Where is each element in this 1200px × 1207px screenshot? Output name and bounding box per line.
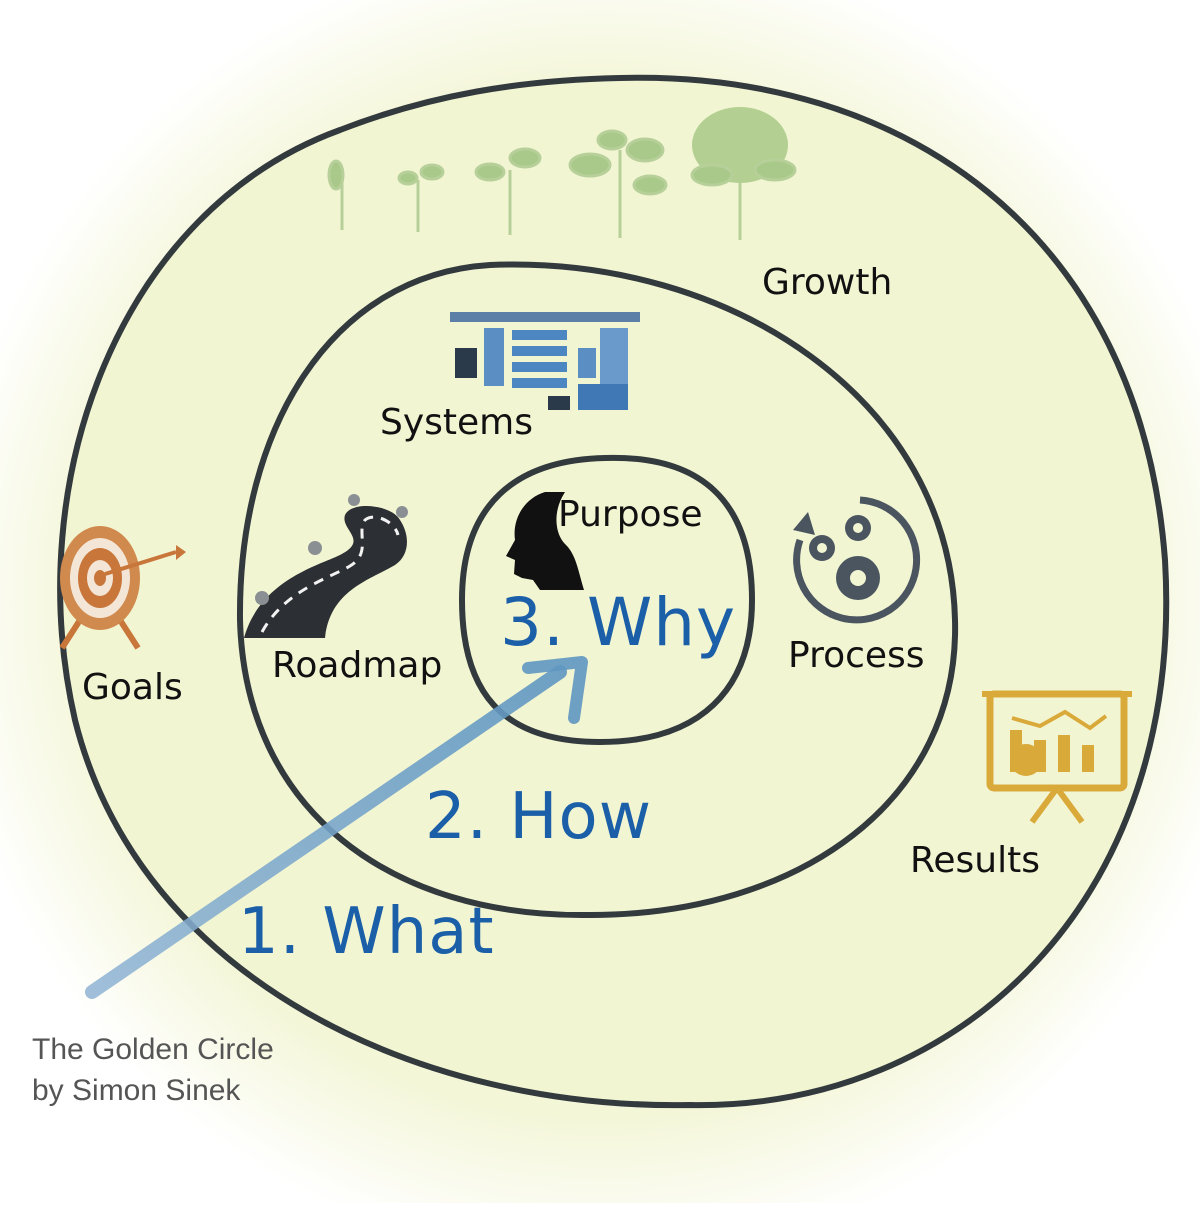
purpose-label: Purpose [558,494,703,535]
roadmap-label: Roadmap [272,645,443,686]
head-silhouette-icon [506,492,584,590]
step-why: 3. Why [500,584,737,661]
systems-label: Systems [380,402,533,443]
growth-label: Growth [762,262,893,303]
caption-line-2: by Simon Sinek [32,1073,241,1107]
archery-target-icon [59,526,186,650]
presentation-chart-icon [982,690,1132,824]
results-label: Results [910,840,1040,881]
winding-road-icon [244,494,408,638]
caption-line-1: The Golden Circle [32,1033,274,1066]
caption: The Golden Circle by Simon Sinek [32,1030,274,1111]
goals-label: Goals [82,667,183,708]
step-what: 1. What [238,895,495,969]
process-label: Process [788,635,925,676]
direction-arrow [85,656,588,999]
step-how: 2. How [425,780,653,854]
plants-growing-icon [327,107,797,240]
system-flowchart-icon [450,312,640,410]
gears-cycle-icon [793,496,921,624]
